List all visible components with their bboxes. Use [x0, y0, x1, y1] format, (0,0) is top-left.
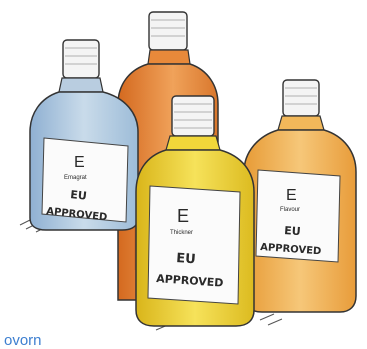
blue-bottle: E Emagrat EU APPROVED: [29, 39, 139, 231]
caption-text: ovorn: [4, 332, 42, 349]
yellow-label-small: Thickner: [170, 230, 193, 236]
amber-label-line1: EU: [284, 224, 301, 238]
amber-label-line2: APPROVED: [260, 242, 322, 257]
yellow-label-line2: APPROVED: [156, 272, 224, 290]
yellow-label-line1: EU: [176, 251, 196, 267]
yellow-label-letter: E: [177, 206, 189, 226]
amber-label-letter: E: [286, 187, 297, 204]
amber-label-small: Flavour: [280, 207, 300, 213]
blue-label-letter: E: [74, 154, 85, 171]
blue-label-small: Emagrat: [64, 175, 87, 181]
blue-label-line1: EU: [70, 188, 88, 203]
yellow-bottle: E Thickner EU APPROVED: [135, 95, 255, 327]
amber-bottle: E Flavour EU APPROVED: [243, 79, 357, 313]
